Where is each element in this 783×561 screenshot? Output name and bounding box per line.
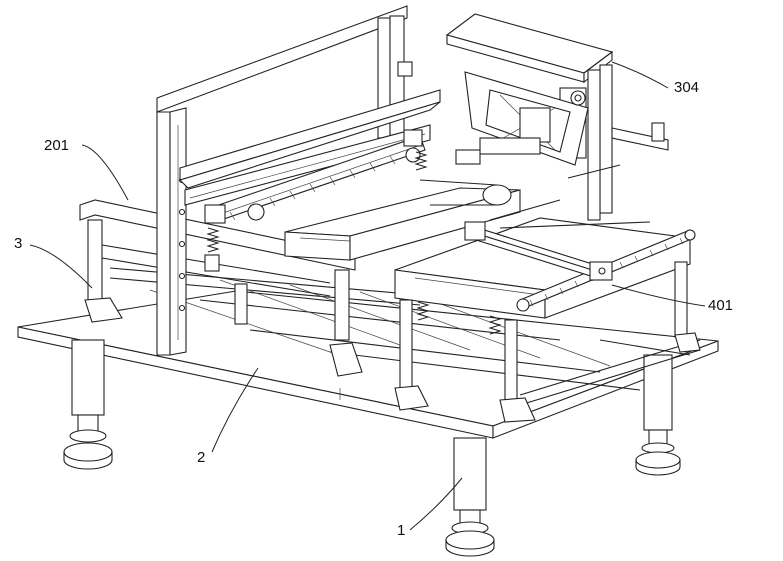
label-201: 201 [44,137,69,154]
press-frame [445,13,669,221]
label-2: 2 [197,449,205,466]
leg-front-right [445,437,495,557]
callout-304: 304 [611,61,699,96]
leg-front-left [63,339,113,470]
callout-3: 3 [14,235,93,289]
center-tray [284,179,521,261]
slide-rails [464,199,651,281]
callout-401: 401 [611,284,733,314]
callout-201: 201 [44,137,129,201]
label-304: 304 [674,79,699,96]
spring-right [414,151,428,171]
label-401: 401 [708,297,733,314]
spring-left [204,227,220,272]
spring-tray-right [488,315,502,335]
upper-crossbeam [178,89,441,206]
spring-tray-left [416,301,430,321]
label-1: 1 [397,522,405,539]
callout-2: 2 [197,367,259,466]
callout-1: 1 [397,477,463,539]
label-3: 3 [14,235,22,252]
leg-back-right [635,354,681,476]
roller-assembly [204,129,426,224]
